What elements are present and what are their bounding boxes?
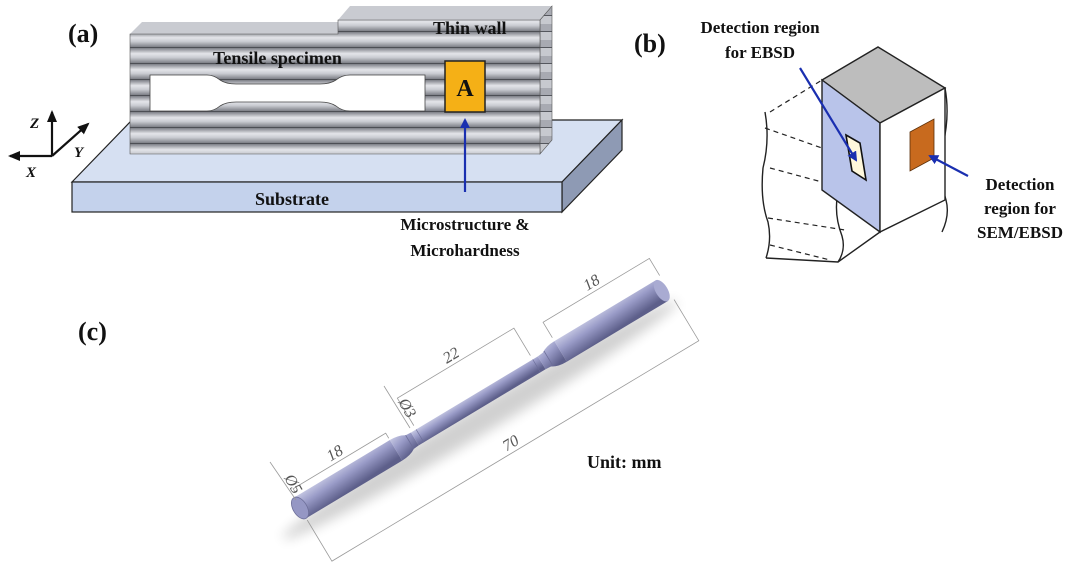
ebsd-arrow xyxy=(799,67,858,162)
panel-a-label: (a) xyxy=(68,19,98,48)
dim-grip-diameter: Ø5 xyxy=(280,471,305,497)
x-axis-label: X xyxy=(25,165,37,181)
dim-grip-left: 18 xyxy=(324,442,346,465)
transition-right xyxy=(537,341,567,370)
z-axis-label: Z xyxy=(29,116,39,132)
region-a-label: A xyxy=(456,76,474,102)
panel-c-label: (c) xyxy=(78,317,107,346)
dim-gauge-length: 22 xyxy=(440,344,462,367)
annotation-line-2: Microhardness xyxy=(410,241,520,260)
gauge-section xyxy=(410,356,546,446)
grip-left xyxy=(293,440,403,519)
transition-left xyxy=(389,432,419,461)
grip-right xyxy=(554,280,668,362)
diameter-leaders xyxy=(269,385,411,501)
panel-c: (c) Unit: mm xyxy=(78,257,700,562)
thin-wall-label: Thin wall xyxy=(433,18,507,38)
dim-grip-right: 18 xyxy=(581,272,603,295)
thin-wall-block xyxy=(129,5,553,155)
panel-b: (b) Detection region for EBSD xyxy=(634,18,1063,263)
substrate-label: Substrate xyxy=(255,189,329,209)
sem-label-line-3: SEM/EBSD xyxy=(977,223,1063,242)
axis-triad: Z Y X xyxy=(8,110,90,181)
sem-ebsd-arrow xyxy=(928,155,969,177)
y-axis-label: Y xyxy=(74,145,85,161)
specimen-cutout xyxy=(149,74,426,112)
dim-total-length: 70 xyxy=(500,432,522,455)
end-face-right xyxy=(653,279,670,302)
panel-b-label: (b) xyxy=(634,29,666,58)
ebsd-label-line-1: Detection region xyxy=(700,18,820,37)
region-a-marker xyxy=(444,60,486,113)
sem-label-line-1: Detection xyxy=(986,175,1055,194)
panel-a: (a) Substrate Thin wall Tensile specimen… xyxy=(8,5,624,260)
tensile-specimen-3d: 18 22 18 70 xyxy=(290,257,700,562)
end-face-left xyxy=(290,496,310,520)
annotation-line-1: Microstructure & xyxy=(400,215,529,234)
tensile-specimen-label: Tensile specimen xyxy=(213,48,342,68)
sem-label-line-2: region for xyxy=(984,199,1056,218)
y-axis-arrow xyxy=(51,122,90,157)
unit-label: Unit: mm xyxy=(587,452,662,472)
ebsd-label-line-2: for EBSD xyxy=(725,43,795,62)
